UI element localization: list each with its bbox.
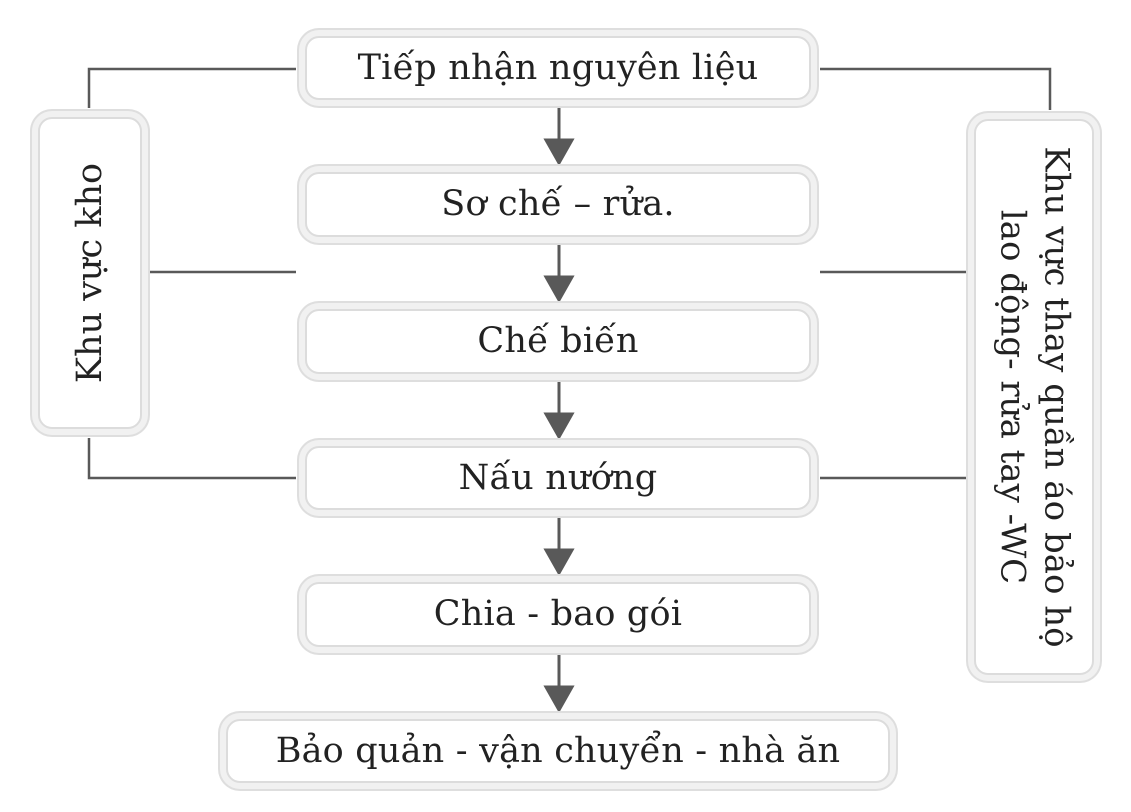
step-processing: Chế biến: [305, 309, 811, 374]
step-receiving-materials: Tiếp nhận nguyên liệu: [305, 36, 811, 100]
step-storage-transport-canteen: Bảo quản - vận chuyển - nhà ăn: [226, 719, 890, 783]
arrow-2-head: [543, 275, 575, 304]
step-label: Chia - bao gói: [433, 594, 683, 635]
step-pre-processing-washing: Sơ chế – rửa.: [305, 172, 811, 237]
step-label: Tiếp nhận nguyên liệu: [357, 47, 759, 88]
zone-hygiene-label: Khu vực thay quần áo bảo hộ lao động- rử…: [990, 146, 1077, 647]
step-label: Nấu nướng: [458, 457, 658, 498]
step-label: Chế biến: [477, 321, 639, 362]
zone-storage-label: Khu vực kho: [70, 162, 110, 384]
step-cooking: Nấu nướng: [305, 446, 811, 510]
connector-storage-to-cooking: [87, 438, 296, 480]
zone-storage: Khu vực kho: [38, 117, 142, 429]
step-portioning-packing: Chia - bao gói: [305, 582, 811, 647]
connector-receiving-to-hygiene: [820, 67, 1052, 110]
zone-hygiene-label-line-2: lao động- rửa tay -WC: [993, 209, 1033, 585]
arrow-5-head: [543, 685, 575, 714]
arrow-1-head: [543, 138, 575, 167]
zone-changing-hygiene-wc: Khu vực thay quần áo bảo hộ lao động- rử…: [974, 119, 1094, 675]
zone-hygiene-label-line-1: Khu vực thay quần áo bảo hộ: [1036, 146, 1077, 648]
connector-storage-to-receiving: [87, 67, 296, 108]
step-label: Bảo quản - vận chuyển - nhà ăn: [275, 730, 841, 771]
arrow-4-head: [543, 548, 575, 577]
arrow-3-head: [543, 412, 575, 441]
step-label: Sơ chế – rửa.: [441, 184, 675, 225]
